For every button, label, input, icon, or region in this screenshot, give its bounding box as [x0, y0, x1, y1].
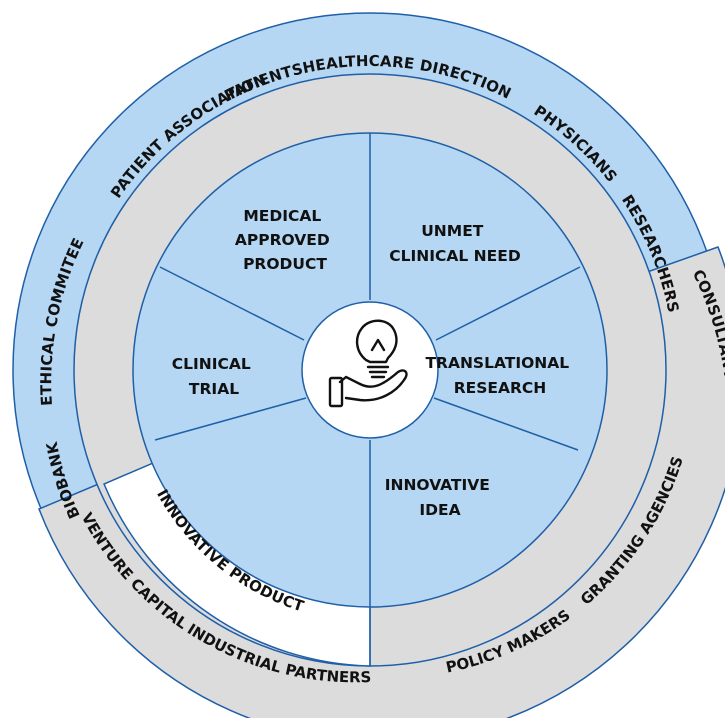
inner-segment-labels: MEDICAL APPROVED PRODUCT UNMET CLINICAL …: [172, 207, 574, 519]
lightbulb-in-hand-icon: [328, 319, 408, 408]
center-circle: [301, 301, 439, 439]
segment-dividers: [154, 133, 581, 666]
segment-clinical-trial: CLINICAL TRIAL: [172, 355, 256, 398]
segment-innovative-idea: INNOVATIVE IDEA: [385, 476, 496, 519]
segment-medical-approved-product: MEDICAL APPROVED PRODUCT: [235, 207, 335, 273]
segment-translational-research: TRANSLATIONAL RESEARCH: [425, 354, 574, 397]
segment-unmet-clinical-need: UNMET CLINICAL NEED: [389, 222, 521, 265]
